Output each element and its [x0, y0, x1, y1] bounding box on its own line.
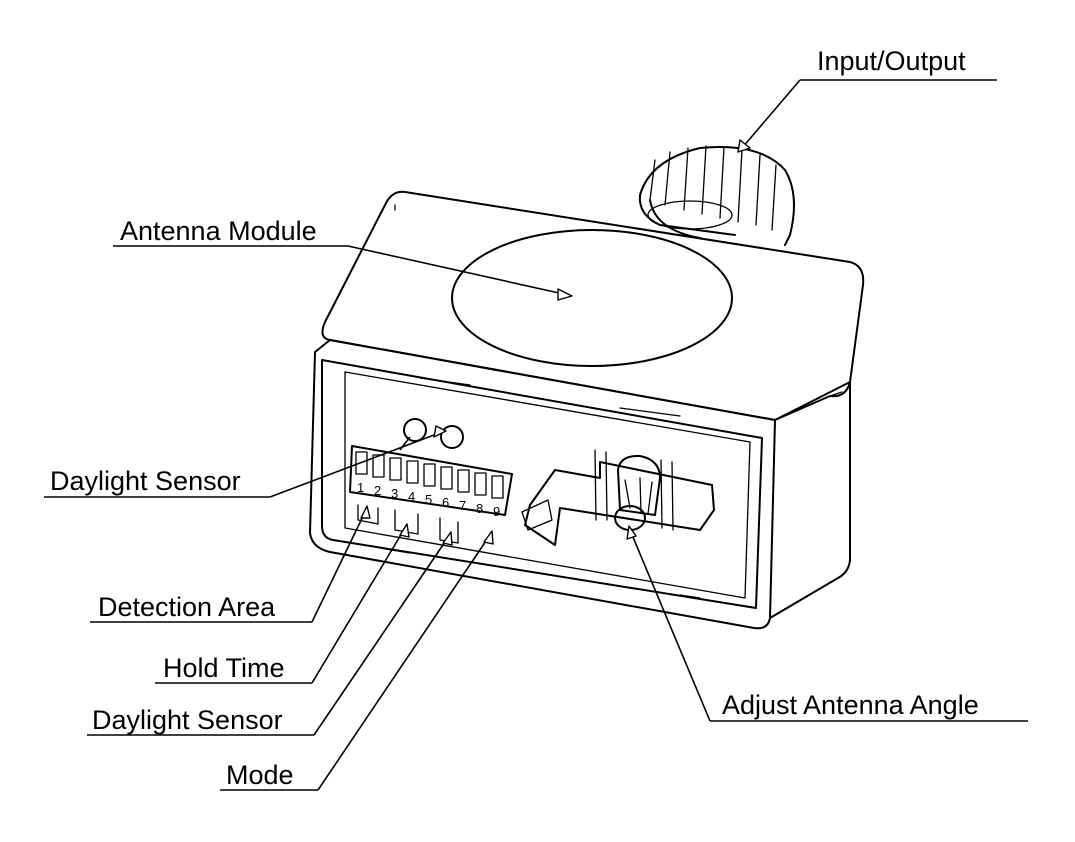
label-mode: Mode	[226, 760, 294, 790]
input-output-connector	[638, 145, 795, 246]
label-antenna-module: Antenna Module	[120, 216, 317, 246]
dip-number-8: 8	[476, 501, 483, 516]
daylight-sensor-lenses	[403, 418, 464, 449]
dip-number-1: 1	[357, 480, 364, 495]
dip-number-5: 5	[425, 492, 432, 507]
label-input-output: Input/Output	[817, 46, 966, 76]
label-hold-time: Hold Time	[163, 653, 285, 683]
dip-switch-block	[349, 445, 513, 544]
leader-lines	[44, 79, 1028, 791]
antenna-module-disc	[451, 229, 733, 367]
dip-number-4: 4	[408, 489, 415, 504]
dip-number-9: 9	[493, 504, 500, 519]
label-adjust-antenna-angle: Adjust Antenna Angle	[722, 690, 979, 720]
dip-switch-numbers: 1 2 3 4 5 6 7 8 9	[357, 480, 500, 519]
device-body	[309, 190, 865, 630]
callout-labels: Input/Output Antenna Module Daylight Sen…	[50, 46, 979, 790]
label-daylight-sensor-top: Daylight Sensor	[50, 466, 241, 496]
label-detection-area: Detection Area	[98, 592, 276, 622]
antenna-angle-adjuster	[521, 449, 715, 546]
dip-number-6: 6	[442, 495, 449, 510]
dip-number-7: 7	[459, 498, 466, 513]
dip-number-2: 2	[374, 483, 381, 498]
label-daylight-sensor-bottom: Daylight Sensor	[92, 705, 283, 735]
dip-number-3: 3	[391, 486, 398, 501]
